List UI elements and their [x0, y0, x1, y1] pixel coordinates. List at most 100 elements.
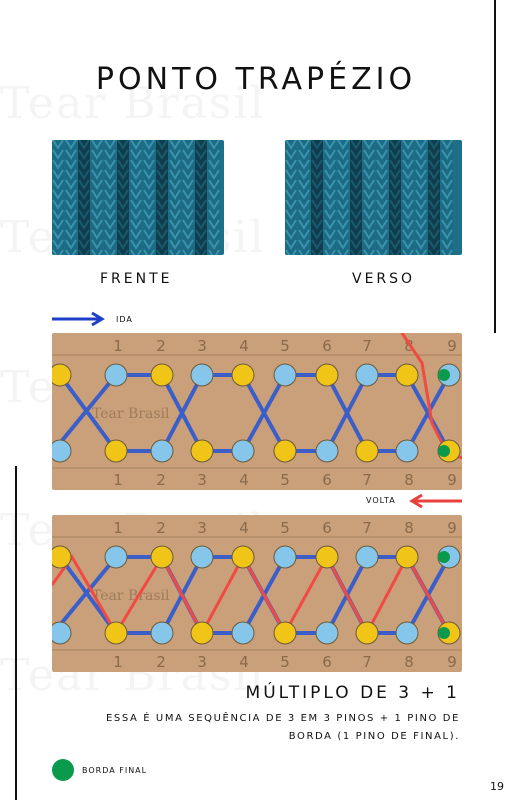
board-number: 9 [447, 519, 457, 537]
knit-stitch [195, 239, 207, 250]
knit-stitch [156, 179, 168, 190]
knit-stitch [78, 249, 90, 255]
board-brand-text: Tear Brasil [92, 588, 170, 604]
knit-stitch [104, 189, 116, 200]
knit-stitch [104, 219, 116, 230]
board-number: 8 [404, 471, 414, 489]
knit-stitch [143, 249, 155, 255]
knit-stitch [311, 159, 323, 170]
knit-stitch [52, 239, 64, 250]
knit-stitch [285, 219, 297, 230]
front-label: FRENTE [100, 271, 173, 287]
knit-stitch [65, 159, 77, 170]
knit-stitch [195, 209, 207, 220]
knit-stitch [350, 199, 362, 210]
blue-pin [150, 621, 174, 645]
knit-stitch [208, 209, 220, 220]
knit-stitch [104, 179, 116, 190]
knit-stitch [285, 229, 297, 240]
board-number: 4 [239, 337, 249, 355]
board-number: 1 [113, 653, 123, 671]
knit-stitch [91, 249, 103, 255]
yellow-pin [231, 545, 255, 569]
knit-stitch [104, 229, 116, 240]
knit-stitch [195, 159, 207, 170]
blue-pin [190, 363, 214, 387]
knit-stitch [182, 239, 194, 250]
knit-stitch [52, 159, 64, 170]
board-number: 9 [447, 653, 457, 671]
knit-texture [285, 140, 462, 255]
knit-stitch [143, 239, 155, 250]
knit-stitch [311, 229, 323, 240]
knit-stitch [428, 169, 440, 180]
knit-stitch [350, 249, 362, 255]
board-wood [52, 333, 462, 490]
knit-stitch [156, 189, 168, 200]
knit-stitch [65, 169, 77, 180]
knit-stitch [65, 249, 77, 255]
knit-texture [52, 140, 224, 255]
knit-stitch [337, 219, 349, 230]
board-number: 7 [362, 519, 372, 537]
knit-stitch [143, 209, 155, 220]
knit-stitch [169, 179, 181, 190]
knit-stitch [182, 249, 194, 255]
yellow-pin [231, 363, 255, 387]
knit-stitch [91, 199, 103, 210]
knit-stitch [415, 209, 427, 220]
knit-stitch [337, 140, 349, 150]
knit-stitch [350, 149, 362, 160]
knit-stitch [441, 169, 453, 180]
knit-stitch [441, 249, 453, 255]
knit-stitch [350, 219, 362, 230]
knit-stitch [350, 229, 362, 240]
knit-stitch [402, 159, 414, 170]
knit-stitch [156, 249, 168, 255]
knit-stitch [104, 249, 116, 255]
knit-stitch [363, 189, 375, 200]
board-number: 1 [113, 519, 123, 537]
knit-stitch [324, 219, 336, 230]
knit-stitch [169, 219, 181, 230]
knit-stitch [324, 189, 336, 200]
blue-pin [52, 621, 72, 645]
knit-stitch [376, 219, 388, 230]
knit-stitch [104, 209, 116, 220]
knit-stitch [311, 199, 323, 210]
knit-stitch [350, 189, 362, 200]
knit-stitch [389, 149, 401, 160]
knit-stitch [104, 169, 116, 180]
knit-stitch [78, 169, 90, 180]
knit-stitch [195, 249, 207, 255]
knit-stitch [182, 209, 194, 220]
knit-stitch [143, 140, 155, 150]
knit-stitch [363, 239, 375, 250]
knit-stitch [415, 249, 427, 255]
knit-stitch [117, 189, 129, 200]
knit-stitch [363, 199, 375, 210]
blue-pin [190, 545, 214, 569]
knit-stitch [415, 140, 427, 150]
knit-stitch [52, 219, 64, 230]
knit-stitch [376, 169, 388, 180]
knit-stitch [324, 169, 336, 180]
knit-stitch [337, 169, 349, 180]
knit-stitch [285, 149, 297, 160]
knit-stitch [208, 169, 220, 180]
knit-stitch [350, 140, 362, 150]
knit-stitch [298, 149, 310, 160]
board-number: 6 [322, 519, 332, 537]
knit-stitch [298, 199, 310, 210]
knit-stitch [376, 149, 388, 160]
blue-pin [150, 439, 174, 463]
knit-stitch [104, 239, 116, 250]
knit-stitch [402, 209, 414, 220]
knit-stitch [130, 149, 142, 160]
knit-stitch [389, 189, 401, 200]
knit-stitch [311, 189, 323, 200]
knit-stitch [428, 179, 440, 190]
blue-pin [273, 545, 297, 569]
